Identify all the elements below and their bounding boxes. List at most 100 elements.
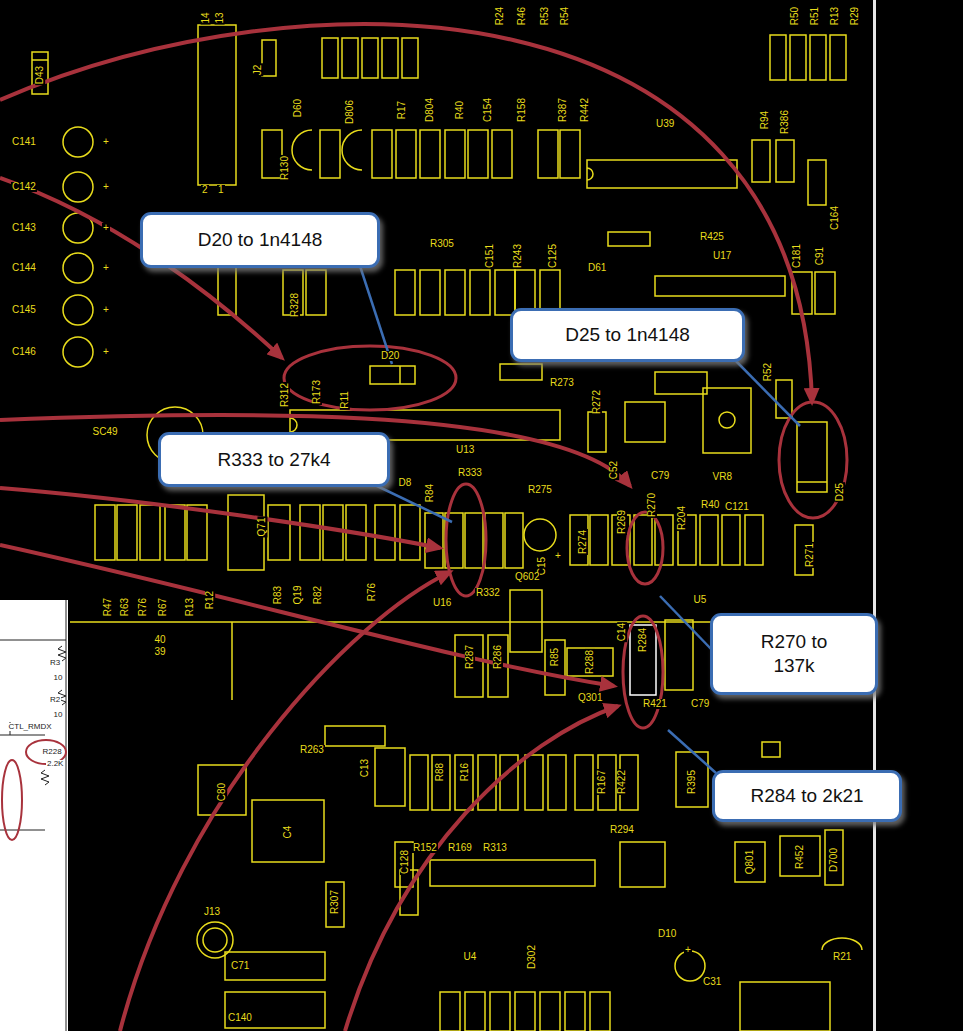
schematic-label: R228 <box>42 748 63 756</box>
reference-designator: C52 <box>609 460 619 480</box>
reference-designator: C13 <box>360 758 370 778</box>
component-outline-part <box>608 232 650 246</box>
reference-designator: R53 <box>540 6 550 26</box>
reference-designator: R85 <box>550 647 560 667</box>
component-outline-part <box>510 590 542 652</box>
component-outline-part <box>396 130 416 178</box>
reference-designator: D20 <box>380 351 400 361</box>
component-outline-part <box>300 505 320 560</box>
reference-designator: R47 <box>103 597 113 617</box>
reference-designator: J13 <box>203 907 221 917</box>
pointer-arrow-part <box>0 24 812 402</box>
reference-designator: 14 <box>200 11 210 24</box>
polarity-mark: + <box>554 551 562 561</box>
reference-designator: R17 <box>397 100 407 120</box>
component-outline-part <box>590 515 608 565</box>
component-outline-part <box>492 130 512 178</box>
reference-designator: R52 <box>763 362 773 382</box>
callout-text: R270 to 137k <box>744 630 844 678</box>
reference-designator: VR8 <box>712 472 733 482</box>
component-outline-part <box>560 130 580 178</box>
component-outline-part <box>735 842 765 882</box>
reference-designator: R54 <box>560 6 570 26</box>
component-outline-part <box>63 337 93 367</box>
callout-text: R333 to 27k4 <box>217 448 330 472</box>
component-outline-part <box>455 755 473 810</box>
component-outline-part <box>117 505 137 560</box>
component-outline-part <box>395 842 413 887</box>
reference-designator: C128 <box>400 849 410 875</box>
reference-designator: R67 <box>158 597 168 617</box>
component-outline-part <box>587 168 593 180</box>
component-outline-part <box>675 951 705 981</box>
pointer-arrow-part <box>0 178 282 358</box>
component-outline-part <box>445 130 465 178</box>
reference-designator: C79 <box>650 471 670 481</box>
reference-designator: R307 <box>330 889 340 915</box>
component-outline-part <box>320 130 340 178</box>
component-outline-part <box>545 640 565 695</box>
reference-designator: R21 <box>832 952 852 962</box>
callout-box: D20 to 1n4148 <box>140 212 380 268</box>
reference-designator: R452 <box>795 844 805 870</box>
component-outline-part <box>634 515 652 565</box>
component-outline-part <box>830 35 846 80</box>
reference-designator: D60 <box>293 98 303 118</box>
reference-designator: R273 <box>549 378 575 388</box>
component-outline-part <box>808 160 826 205</box>
reference-designator: C151 <box>485 243 495 269</box>
component-outline-part <box>140 505 160 560</box>
reference-designator: D302 <box>527 944 537 970</box>
reference-designator: C14 <box>617 622 627 642</box>
reference-designator: R333 <box>457 468 483 478</box>
component-outline-part <box>342 38 358 78</box>
reference-designator: Q602 <box>514 572 540 582</box>
schematic-fragment-part <box>2 740 66 840</box>
component-outline-part <box>225 952 325 980</box>
reference-designator: R387 <box>558 97 568 123</box>
reference-designator: C80 <box>217 782 227 802</box>
schematic-fragment <box>0 600 68 1031</box>
component-outline-part <box>402 38 418 78</box>
reference-designator: C141 <box>11 137 37 147</box>
callout-box: R333 to 27k4 <box>158 432 390 487</box>
schematic-fragment-part-part <box>66 600 67 1031</box>
schematic-label: 2.2K <box>46 760 64 768</box>
pointer-arrow-part <box>120 572 450 1031</box>
component-outline-part <box>400 505 420 560</box>
reference-designator: R395 <box>687 769 697 795</box>
component-outline-part <box>63 295 93 325</box>
component-outline-part <box>165 505 185 560</box>
reference-designator: R158 <box>517 97 527 123</box>
component-outline-part <box>505 513 523 568</box>
reference-designator: R63 <box>120 597 130 617</box>
schematic-fragment-part-part <box>0 735 45 736</box>
reference-designator: Q71 <box>257 517 267 538</box>
schematic-fragment-part <box>0 600 66 1031</box>
component-outline-part <box>797 422 827 492</box>
reference-designator: R16 <box>460 762 470 782</box>
pointer-arrow-part <box>0 545 614 686</box>
reference-designator: R271 <box>805 542 815 568</box>
component-outline-part <box>587 160 737 188</box>
schematic-fragment-part-part <box>41 770 49 785</box>
reference-designator: Q19 <box>293 585 303 606</box>
callout-box: R270 to 137k <box>710 613 878 695</box>
component-outline-part <box>370 366 415 384</box>
reference-designator: R386 <box>780 109 790 135</box>
reference-designator: R328 <box>290 292 300 318</box>
reference-designator: D43 <box>35 65 45 85</box>
component-outline-part <box>810 35 826 80</box>
reference-designator: R287 <box>465 644 475 670</box>
reference-designator: R83 <box>273 585 283 605</box>
reference-designator: R272 <box>592 389 602 415</box>
component-outline-part <box>745 515 763 565</box>
reference-designator: R76 <box>367 582 377 602</box>
reference-designator: R167 <box>597 769 607 795</box>
callout-pointer <box>360 266 800 773</box>
component-outline-part <box>525 755 543 810</box>
callout-text: D20 to 1n4148 <box>198 228 323 252</box>
component-outline-part <box>326 882 344 927</box>
